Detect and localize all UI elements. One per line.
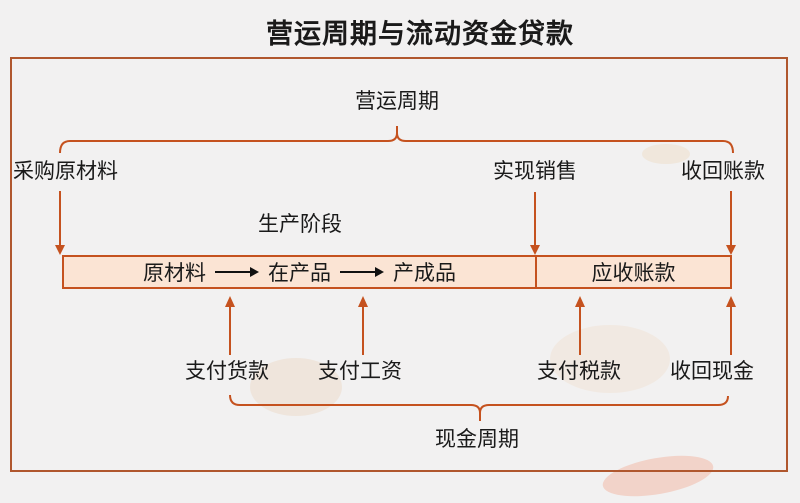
diagram-canvas: 营运周期与流动资金贷款 bbox=[10, 19, 788, 503]
receivable-segment: 应收账款 bbox=[535, 257, 730, 287]
event-purchase-raw-materials: 采购原材料 bbox=[13, 160, 118, 183]
bar-finished-goods: 产成品 bbox=[393, 262, 456, 285]
bar-accounts-receivable: 应收账款 bbox=[591, 262, 676, 285]
event-realize-sales: 实现销售 bbox=[493, 160, 577, 183]
flow-arrow-icon bbox=[215, 267, 259, 277]
event-pay-for-goods: 支付货款 bbox=[185, 360, 269, 383]
cash-cycle-label: 现金周期 bbox=[435, 428, 519, 451]
process-bar: 原材料 在产品 产成品 应收账款 bbox=[62, 255, 732, 289]
event-pay-wages: 支付工资 bbox=[318, 360, 402, 383]
watermark-blob bbox=[550, 325, 670, 393]
page-title: 营运周期与流动资金贷款 bbox=[266, 19, 574, 49]
event-collect-cash: 收回现金 bbox=[670, 360, 754, 383]
production-stage-label: 生产阶段 bbox=[258, 213, 342, 236]
event-pay-taxes: 支付税款 bbox=[537, 360, 621, 383]
flow-arrow-icon bbox=[340, 267, 384, 277]
production-segment: 原材料 在产品 产成品 bbox=[64, 257, 535, 287]
diagram-frame bbox=[10, 57, 788, 472]
bar-raw-materials: 原材料 bbox=[143, 262, 206, 285]
event-collect-receivables: 收回账款 bbox=[681, 160, 765, 183]
bar-work-in-progress: 在产品 bbox=[268, 262, 331, 285]
operating-cycle-label: 营运周期 bbox=[355, 90, 439, 113]
